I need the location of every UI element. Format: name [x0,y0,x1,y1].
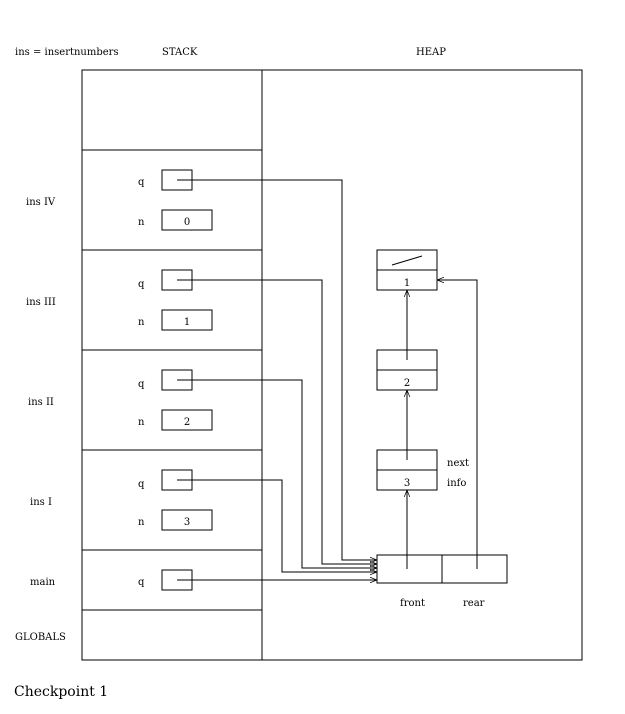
heap-region [261,69,583,661]
var-n-value: 2 [184,417,190,428]
var-q-label: q [138,577,145,588]
checkpoint-label: Checkpoint 1 [14,684,108,700]
heap-title: HEAP [416,47,446,58]
frame-label-globals: GLOBALS [15,632,66,643]
frame-ins2: q n 2 [138,369,213,431]
stack-region [81,69,263,661]
frame-label-ins4: ins IV [26,197,56,208]
field-info-label: info [447,478,466,489]
var-n-box [161,509,213,531]
frame-label-main: main [30,577,56,588]
queue-front-label: front [400,598,425,609]
null-pointer-slash [391,255,423,266]
var-q-label: q [138,279,145,290]
arrow-ins1-q [177,479,377,572]
arrow-ins2-q [177,379,377,568]
var-n-value: 0 [184,217,190,228]
arrow-rear [437,280,478,569]
var-n-box [161,409,213,431]
var-n-value: 1 [184,317,190,328]
arrow-ins4-q [177,179,377,560]
var-q-label: q [138,177,145,188]
frame-label-ins2: ins II [28,397,54,408]
node-info-value: 2 [404,378,410,389]
queue-rear-label: rear [463,598,485,609]
frame-ins3: q n 1 [138,269,213,331]
var-n-label: n [138,217,145,228]
var-n-value: 3 [184,517,190,528]
var-n-label: n [138,417,145,428]
field-next-label: next [447,458,469,469]
frame-dividers [82,149,262,611]
frame-ins4: q n 0 [138,169,213,231]
abbrev-note: ins = insertnumbers [15,47,119,58]
pointer-arrows [177,179,478,580]
var-n-label: n [138,517,145,528]
var-n-label: n [138,317,145,328]
frame-ins1: q n 3 [138,469,213,531]
var-n-box [161,309,213,331]
var-n-box [161,209,213,231]
node-info-value: 1 [404,278,410,289]
node-info-value: 3 [404,478,410,489]
heap-node-top: 1 [376,249,438,291]
var-q-label: q [138,379,145,390]
var-q-label: q [138,479,145,490]
arrow-ins3-q [177,279,377,564]
stack-title: STACK [162,47,198,58]
queue-record [376,554,508,584]
frame-label-ins1: ins I [30,497,52,508]
frame-label-ins3: ins III [26,297,56,308]
